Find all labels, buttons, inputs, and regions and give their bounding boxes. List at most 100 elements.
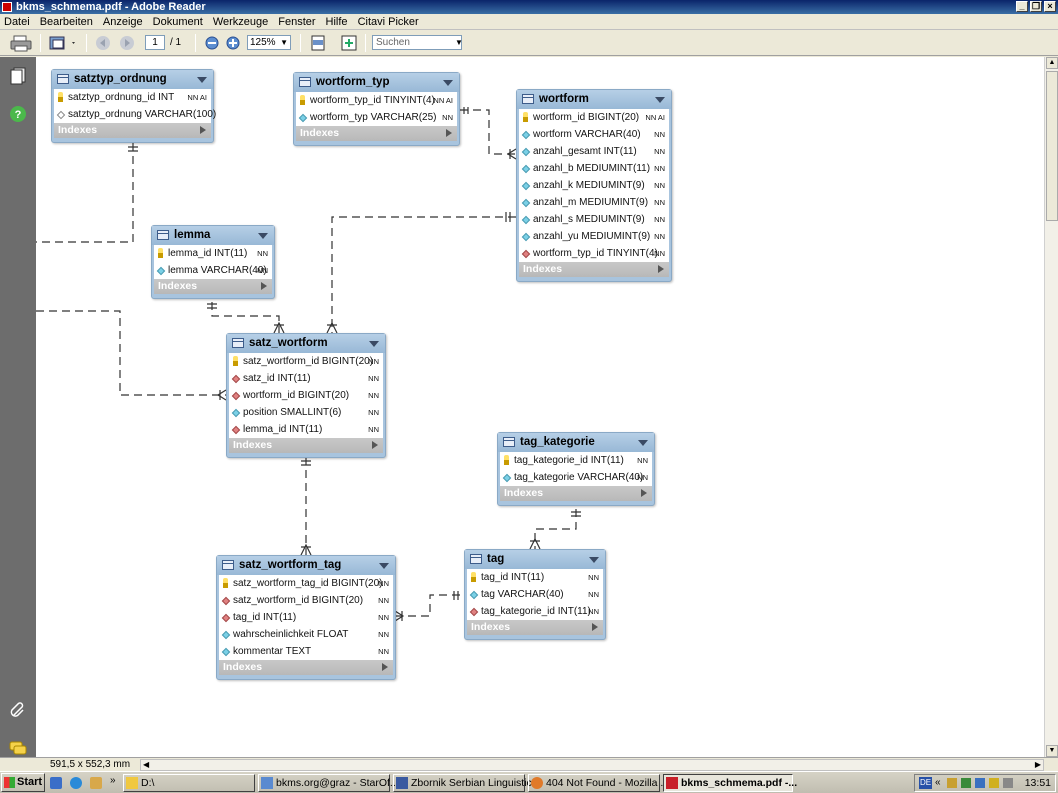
scroll-up-icon[interactable]: ▲: [1046, 57, 1058, 69]
column-row: tag VARCHAR(40)NN: [467, 586, 603, 603]
next-page-icon[interactable]: [118, 34, 136, 52]
page-number-input[interactable]: 1: [145, 35, 165, 50]
table-lemma[interactable]: lemma lemma_id INT(11)NN lemma VARCHAR(4…: [151, 225, 275, 299]
horizontal-scrollbar[interactable]: ◀ ▶: [140, 759, 1044, 771]
desktop-icon[interactable]: [50, 777, 62, 789]
scroll-thumb[interactable]: [1046, 71, 1058, 221]
column-row: lemma_id INT(11)NN: [154, 245, 272, 262]
zoom-level-select[interactable]: 125%▼: [247, 35, 291, 50]
collapse-icon[interactable]: [443, 80, 453, 86]
table-icon: [522, 94, 534, 104]
indexes-section[interactable]: Indexes: [296, 126, 457, 141]
tray-app-icon[interactable]: [947, 778, 957, 788]
task-zbornik[interactable]: Zbornik Serbian Linguistic...: [393, 774, 541, 792]
language-indicator[interactable]: DE: [919, 777, 932, 789]
column-icon: [521, 130, 531, 140]
menu-citavi-picker[interactable]: Citavi Picker: [357, 16, 419, 28]
toolbar: 1 / 1 125%▼ Suchen ▼: [0, 30, 1058, 56]
previous-page-icon[interactable]: [94, 34, 112, 52]
indexes-section[interactable]: Indexes: [54, 123, 211, 138]
collapse-icon[interactable]: [638, 440, 648, 446]
table-satz-wortform-tag[interactable]: satz_wortform_tag satz_wortform_tag_id B…: [216, 555, 396, 680]
menu-datei[interactable]: Datei: [4, 16, 30, 28]
indexes-section[interactable]: Indexes: [154, 279, 272, 294]
indexes-section[interactable]: Indexes: [500, 486, 652, 501]
task-adobe-reader[interactable]: bkms_schmema.pdf -...: [663, 774, 797, 792]
document-icon: [396, 777, 408, 789]
tray-expand-icon[interactable]: «: [935, 777, 941, 788]
tray-alert-icon[interactable]: [989, 778, 999, 788]
menu-hilfe[interactable]: Hilfe: [325, 16, 348, 28]
close-icon[interactable]: ×: [1044, 1, 1056, 12]
fit-width-icon[interactable]: [309, 34, 327, 52]
more-icon[interactable]: »: [110, 775, 116, 786]
minimize-icon[interactable]: _: [1016, 1, 1028, 12]
column-row: wortform_typ_id TINYINT(4)NN AI: [296, 92, 457, 109]
table-tag[interactable]: tag tag_id INT(11)NN tag VARCHAR(40)NN t…: [464, 549, 606, 640]
scroll-right-icon[interactable]: ▶: [1034, 760, 1041, 769]
menu-fenster[interactable]: Fenster: [278, 16, 316, 28]
restore-icon[interactable]: ❐: [1030, 1, 1042, 12]
zoom-in-icon[interactable]: [224, 34, 242, 52]
tray-shield-icon[interactable]: [975, 778, 985, 788]
menu-bearbeiten[interactable]: Bearbeiten: [39, 16, 93, 28]
task-staroffice[interactable]: bkms.org@graz - StarOf...: [258, 774, 399, 792]
menu-dokument[interactable]: Dokument: [152, 16, 203, 28]
svg-text:?: ?: [15, 109, 22, 121]
column-row: lemma VARCHAR(40)NN: [154, 262, 272, 279]
system-tray: DE « 13:51: [914, 774, 1056, 792]
tool-icon[interactable]: [90, 777, 102, 789]
collapse-icon[interactable]: [655, 97, 665, 103]
search-input[interactable]: Suchen: [372, 35, 462, 50]
collapse-icon[interactable]: [197, 77, 207, 83]
table-wortform-typ[interactable]: wortform_typ wortform_typ_id TINYINT(4)N…: [293, 72, 460, 146]
indexes-section[interactable]: Indexes: [229, 438, 383, 453]
column-row: satz_wortform_tag_id BIGINT(20)NN: [219, 575, 393, 592]
fit-page-icon[interactable]: [340, 34, 358, 52]
vertical-scrollbar[interactable]: ▲ ▼: [1044, 57, 1058, 757]
print-icon[interactable]: [10, 34, 32, 52]
collaborate-icon[interactable]: [48, 34, 78, 52]
foreign-key-icon: [521, 249, 531, 259]
zoom-out-icon[interactable]: [203, 34, 221, 52]
pages-icon[interactable]: [9, 67, 27, 85]
help-icon[interactable]: ?: [9, 105, 27, 123]
pdf-icon: [666, 777, 678, 789]
primary-key-icon: [300, 95, 305, 105]
menu-werkzeuge[interactable]: Werkzeuge: [212, 16, 269, 28]
primary-key-icon: [223, 578, 228, 588]
foreign-key-icon: [469, 607, 479, 617]
table-wortform[interactable]: wortform wortform_id BIGINT(20)NN AI wor…: [516, 89, 672, 282]
tray-network-icon[interactable]: [961, 778, 971, 788]
indexes-section[interactable]: Indexes: [467, 620, 603, 635]
start-button[interactable]: Start: [1, 773, 45, 792]
column-row: wortform_typ_id TINYINT(4)NN: [519, 245, 669, 262]
collapse-icon[interactable]: [369, 341, 379, 347]
browser-icon[interactable]: [70, 777, 82, 789]
comments-icon[interactable]: [9, 739, 27, 757]
column-icon: [521, 164, 531, 174]
column-row: anzahl_k MEDIUMINT(9)NN: [519, 177, 669, 194]
search-dropdown-icon[interactable]: ▼: [455, 38, 463, 47]
table-tag-kategorie[interactable]: tag_kategorie tag_kategorie_id INT(11)NN…: [497, 432, 655, 506]
scroll-down-icon[interactable]: ▼: [1046, 745, 1058, 757]
attachment-icon[interactable]: [9, 701, 27, 719]
folder-icon: [126, 777, 138, 789]
task-explorer[interactable]: D:\: [123, 774, 255, 792]
column-icon: [521, 181, 531, 191]
collapse-icon[interactable]: [258, 233, 268, 239]
menu-anzeige[interactable]: Anzeige: [102, 16, 143, 28]
table-satz-wortform[interactable]: satz_wortform satz_wortform_id BIGINT(20…: [226, 333, 386, 458]
scroll-left-icon[interactable]: ◀: [143, 760, 150, 769]
task-mozilla[interactable]: 404 Not Found - Mozilla ...: [528, 774, 669, 792]
tray-volume-icon[interactable]: [1003, 778, 1013, 788]
indexes-section[interactable]: Indexes: [519, 262, 669, 277]
window-title: bkms_schmema.pdf - Adobe Reader: [16, 1, 206, 13]
collapse-icon[interactable]: [379, 563, 389, 569]
indexes-section[interactable]: Indexes: [219, 660, 393, 675]
foreign-key-icon: [231, 425, 241, 435]
collapse-icon[interactable]: [589, 557, 599, 563]
